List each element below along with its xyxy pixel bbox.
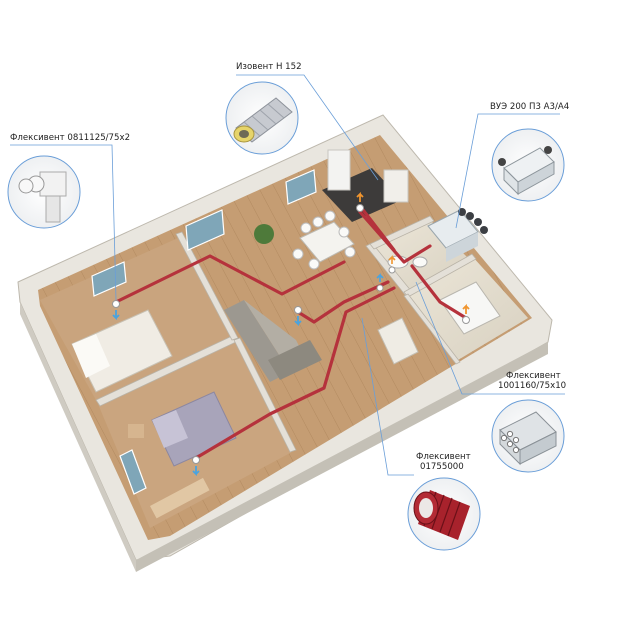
leader-lines — [10, 74, 565, 476]
callout-flex1001 — [491, 399, 565, 473]
callout-vue — [491, 128, 565, 202]
kitchen-cabinet — [383, 169, 409, 203]
label-flex1001-line1: Флексивент — [506, 371, 561, 381]
vent-bedroom2 — [192, 456, 200, 477]
vent-wc — [388, 255, 396, 274]
insulated-duct-icon — [233, 97, 293, 143]
desk-bedroom2 — [149, 477, 210, 519]
label-flex1001-line2: 1001160/75х10 — [498, 381, 567, 391]
dining-table — [292, 210, 356, 270]
distribution-box-icon — [18, 171, 67, 223]
duct-bedroom2-supply — [194, 286, 396, 460]
leader-flex1001 — [415, 281, 565, 395]
fridge — [327, 149, 351, 191]
wall-bath-front — [403, 293, 461, 365]
vent-hall — [376, 273, 384, 292]
duct-living-supply — [296, 280, 390, 324]
callout-izovent — [225, 81, 299, 155]
leader-flex0811 — [10, 144, 117, 301]
floor-plan — [17, 114, 553, 572]
bathtub — [439, 281, 501, 335]
window-kitchen — [285, 169, 317, 205]
duct-bathroom-extract — [410, 264, 468, 320]
label-izovent: Изовент Н 152 — [236, 62, 302, 72]
duct-network — [114, 204, 468, 460]
label-flex0175-line1: Флексивент — [416, 452, 471, 462]
sofa — [224, 300, 322, 382]
window-living — [185, 209, 225, 251]
label-flex0175-line2: 01755000 — [420, 462, 464, 472]
outer-wall-side-left — [20, 302, 136, 572]
air-vents — [112, 191, 470, 477]
outer-wall-side-front — [136, 342, 548, 572]
red-flexible-duct-icon — [413, 490, 470, 540]
label-vue: ВУЭ 200 П3 А3/А4 — [490, 102, 570, 112]
leader-flex0175 — [361, 317, 414, 476]
window-bedroom2 — [119, 449, 147, 495]
callout-flex0811 — [7, 155, 81, 229]
vent-kitchen — [356, 191, 364, 212]
vent-living — [294, 306, 302, 327]
vent-bathroom — [462, 303, 470, 324]
plant — [254, 224, 274, 244]
bed-2 — [151, 391, 237, 467]
duct-main-trunk — [358, 210, 432, 264]
manifold-box-icon — [499, 411, 557, 466]
duct-bedroom1-supply — [114, 254, 346, 304]
recuperator-unit — [427, 208, 488, 262]
toilet — [412, 256, 428, 268]
leader-izovent — [236, 74, 379, 181]
tv-stand — [377, 317, 419, 365]
bed-1 — [71, 309, 173, 393]
label-flex0811: Флексивент 0811125/75х2 — [10, 133, 131, 143]
vent-bedroom1 — [112, 300, 120, 321]
recuperator-unit-icon — [498, 146, 555, 196]
leader-vue — [455, 113, 560, 229]
wall-bedroom1-right — [175, 231, 239, 341]
window-bedroom1 — [91, 261, 127, 297]
duct-kitchen-extract — [358, 204, 396, 252]
callout-flex0175 — [407, 477, 481, 551]
nightstand — [128, 424, 144, 438]
